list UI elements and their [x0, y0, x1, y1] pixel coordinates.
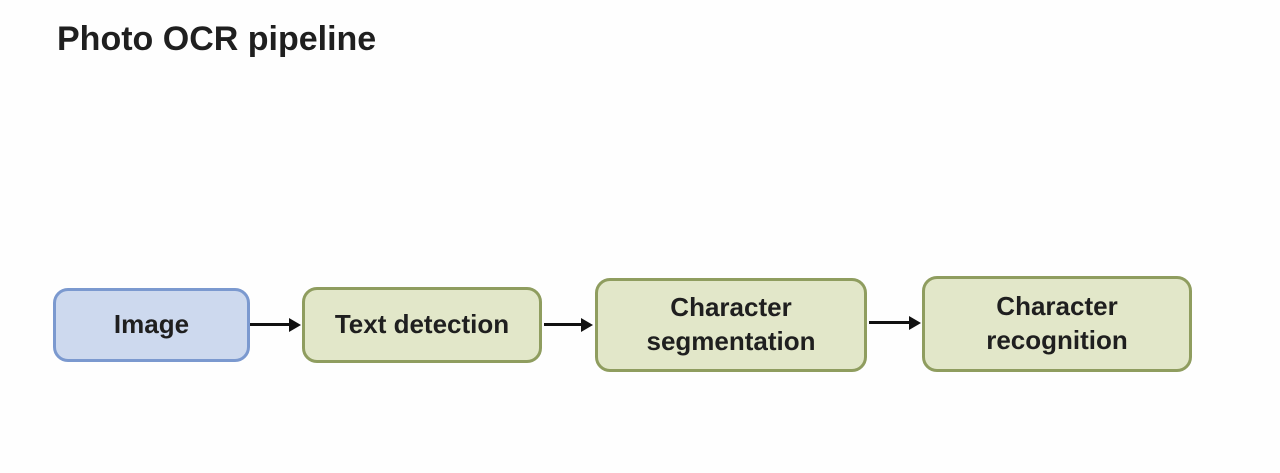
pipeline-box-text-detection: Text detection	[302, 287, 542, 363]
page-title: Photo OCR pipeline	[57, 20, 377, 58]
pipeline-box-character-recognition: Character recognition	[922, 276, 1192, 372]
pipeline-box-image: Image	[53, 288, 250, 362]
flow-arrow-icon	[544, 323, 582, 326]
pipeline-box-character-segmentation: Character segmentation	[595, 278, 867, 372]
pipeline-box-image-label: Image	[113, 309, 190, 340]
pipeline-box-character-segmentation-label: Character segmentation	[646, 292, 816, 356]
pipeline-box-text-detection-label: Text detection	[334, 309, 510, 340]
flow-arrow-icon	[869, 321, 910, 324]
flow-arrow-icon	[250, 323, 290, 326]
pipeline-box-character-recognition-label: Character recognition	[986, 291, 1128, 355]
